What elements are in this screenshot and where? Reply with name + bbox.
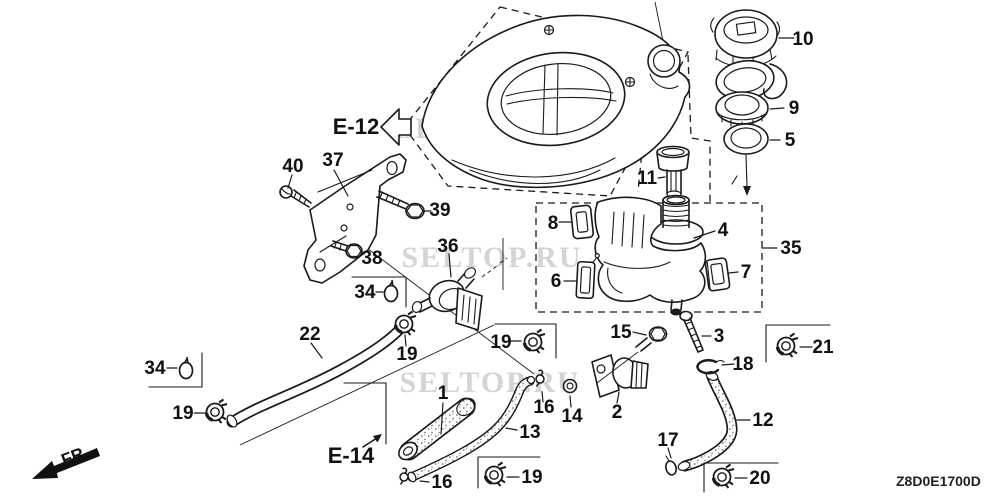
fuel-tank-cover-drawing <box>421 14 691 189</box>
tank-stay-bracket-drawing <box>303 153 407 284</box>
callout-8: 8 <box>548 213 559 234</box>
down-arrowhead-icon <box>743 186 751 196</box>
callout-13: 13 <box>519 422 540 443</box>
callout-5: 5 <box>785 130 796 151</box>
front-direction-indicator: FR. <box>32 442 100 479</box>
watermark-text: SELTOP.RU <box>401 241 582 274</box>
left-view-arrow-icon <box>380 108 412 146</box>
tank-cushion-pad-7-drawing <box>704 257 731 292</box>
callout-35: 35 <box>780 238 802 259</box>
fuel-tube-1-drawing <box>398 397 476 461</box>
callout-12: 12 <box>752 410 773 431</box>
callout-11: 11 <box>637 168 658 189</box>
callout-19: 19 <box>490 332 511 353</box>
callout-14: 14 <box>561 406 583 427</box>
e14-label: E-14 <box>328 443 375 468</box>
fuel-joint-drawing <box>591 354 649 398</box>
callout-22: 22 <box>299 324 320 345</box>
callout-36: 36 <box>437 236 458 257</box>
fuel-tank-drawing <box>594 194 707 316</box>
group-brackets <box>148 276 831 493</box>
hose-clamp-19-drawing <box>483 460 508 488</box>
clip-17-drawing <box>665 455 677 476</box>
fr-label: FR. <box>59 442 91 470</box>
tube-clip-34-drawing <box>383 279 399 303</box>
fuel-hose-13-drawing <box>407 375 536 483</box>
callout-3: 3 <box>714 326 725 347</box>
callout-37: 37 <box>322 150 343 171</box>
oring-18-drawing <box>696 359 725 375</box>
callout-19: 19 <box>396 344 417 365</box>
filler-seal-ring-drawing <box>723 123 769 196</box>
hose-clamp-19-drawing <box>522 327 547 355</box>
bolt-38-drawing <box>330 240 363 259</box>
callout-10: 10 <box>792 29 813 50</box>
fr-arrow-icon <box>32 448 100 479</box>
fuel-hose-12-drawing <box>677 371 738 472</box>
callout-9: 9 <box>789 98 800 119</box>
view-ref-e14: E-14 <box>328 434 382 468</box>
fuel-cap-drawing <box>710 9 781 68</box>
callout-40: 40 <box>282 156 303 177</box>
callout-38: 38 <box>361 248 382 269</box>
up-right-arrowhead-icon <box>373 434 382 443</box>
tank-cushion-pad-6-drawing <box>575 253 600 300</box>
callout-15: 15 <box>610 322 632 343</box>
hose-clamp-20-drawing <box>711 462 736 490</box>
e12-label: E-12 <box>333 114 379 139</box>
callout-7: 7 <box>741 262 752 283</box>
callout-6: 6 <box>551 271 562 292</box>
callout-21: 21 <box>812 337 834 358</box>
fuel-hose-22-drawing <box>226 322 407 428</box>
callout-34: 34 <box>144 358 166 379</box>
wire-clip-16-drawing <box>399 467 409 486</box>
callout-34: 34 <box>354 282 376 303</box>
callout-1: 1 <box>438 383 449 404</box>
fuel-strainer-drawing <box>656 145 690 198</box>
callout-39: 39 <box>429 200 450 221</box>
view-arrow-line <box>362 437 378 448</box>
callout-19: 19 <box>521 467 542 488</box>
callout-17: 17 <box>657 430 678 451</box>
dashed-connector <box>687 54 711 203</box>
filler-lock-ring-drawing <box>715 91 769 129</box>
callout-16: 16 <box>533 397 554 418</box>
callout-18: 18 <box>732 354 753 375</box>
leader-lines <box>166 37 813 483</box>
bolt-3-drawing <box>679 310 704 353</box>
tube-clip-34-drawing <box>178 356 194 380</box>
callout-16: 16 <box>431 472 452 493</box>
construction-line <box>239 324 495 446</box>
bolt-39-drawing <box>376 190 425 220</box>
callout-4: 4 <box>718 220 729 241</box>
hose-clamp-19-drawing <box>393 309 418 337</box>
grommet-14-drawing <box>562 378 578 394</box>
view-ref-e12: E-12 <box>333 108 412 146</box>
hose-clamp-21-drawing <box>775 331 800 359</box>
hose-clamp-19-drawing <box>204 397 229 425</box>
fuel-valve-drawing <box>411 257 508 331</box>
bolt-15-drawing <box>596 326 668 384</box>
tank-cushion-pad-8-drawing <box>569 204 595 240</box>
callout-20: 20 <box>749 468 770 489</box>
tank-outlet <box>670 308 682 316</box>
callouts: 10 9 5 11 8 4 35 6 7 37 40 39 38 36 34 2… <box>144 29 834 493</box>
callout-19: 19 <box>172 403 193 424</box>
drawing-code: Z8D0E1700D <box>896 473 981 489</box>
screw-40-drawing <box>279 185 312 208</box>
watermark-text: SELTOP.RU <box>399 366 580 399</box>
callout-2: 2 <box>612 402 623 423</box>
